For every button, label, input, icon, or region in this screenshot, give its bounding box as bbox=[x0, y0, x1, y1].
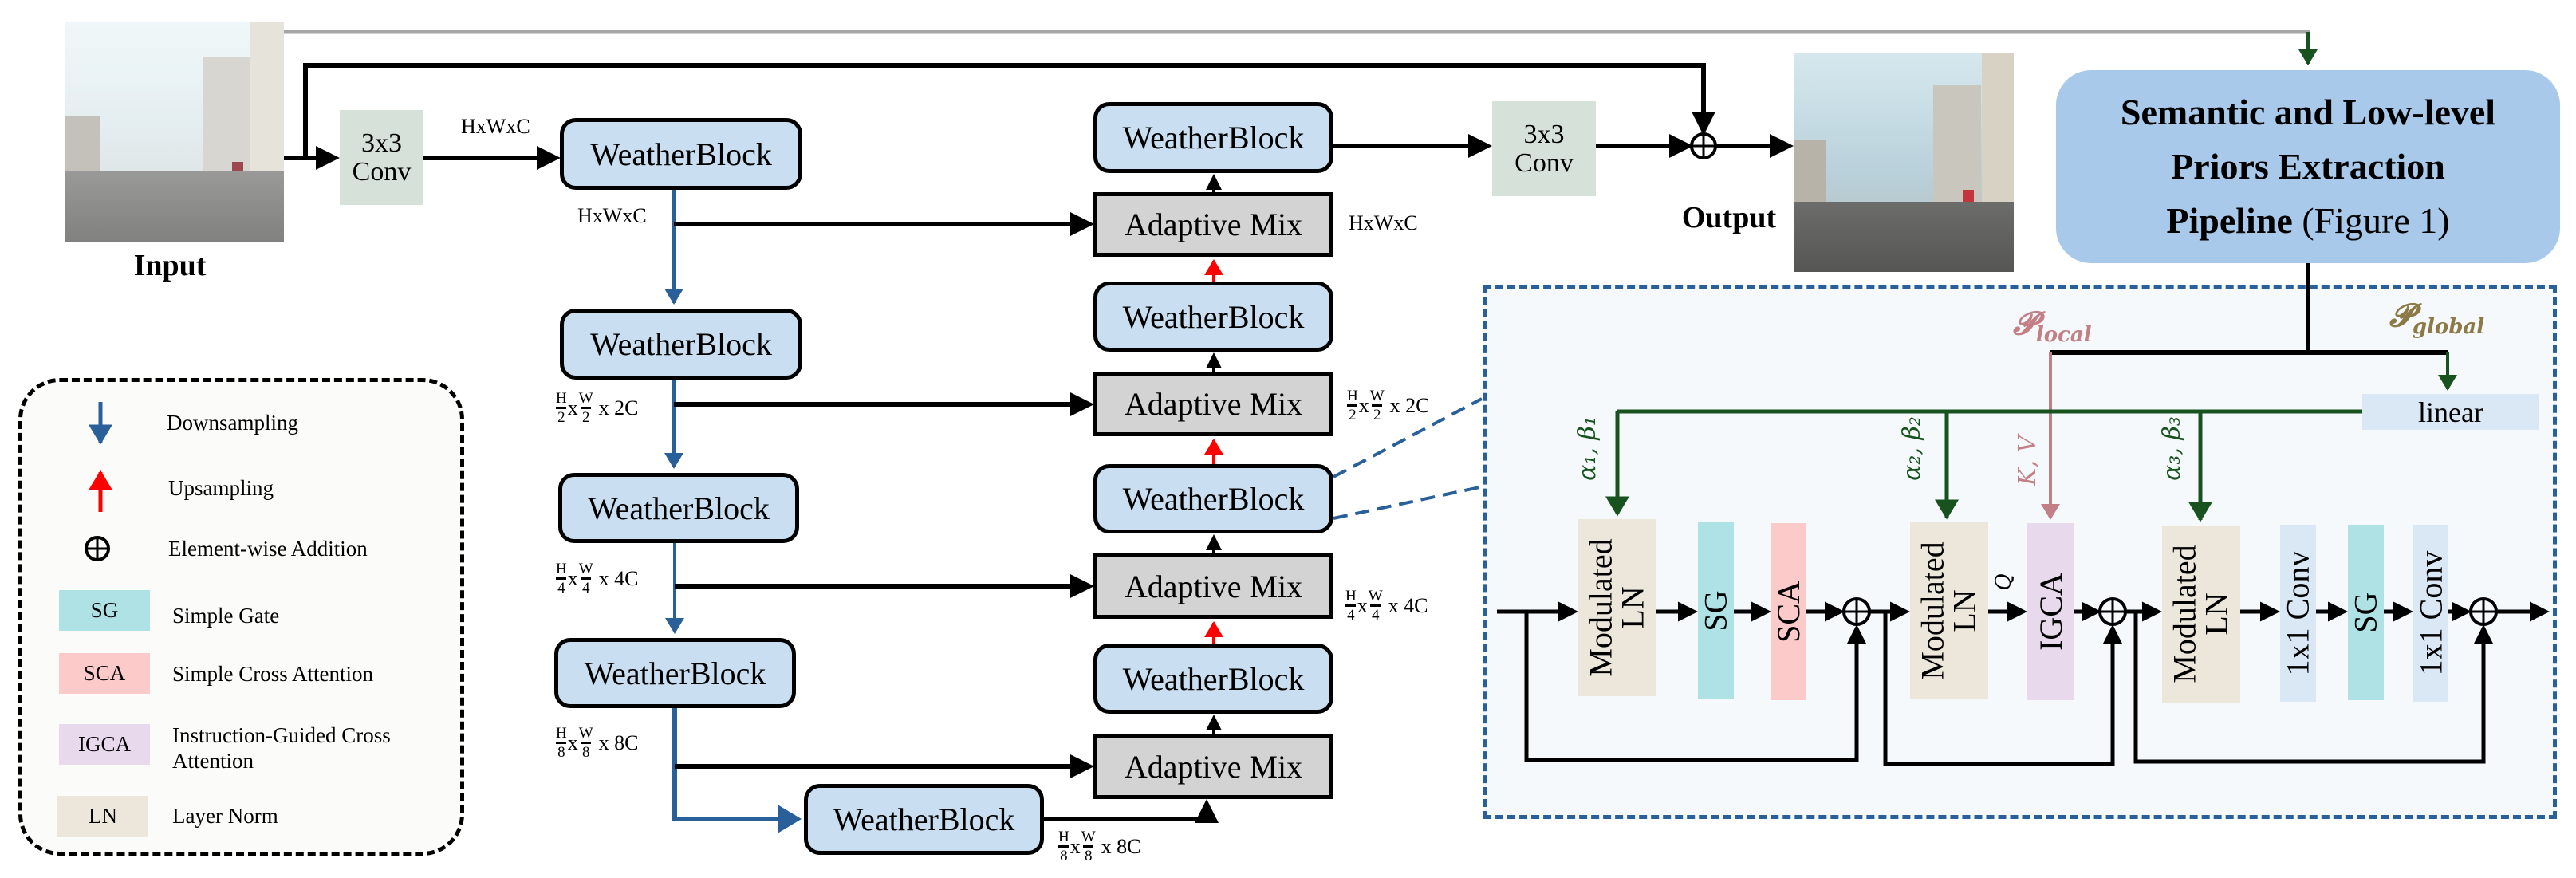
legend-label-sg: Simple Gate bbox=[172, 604, 280, 628]
global-add-icon bbox=[1690, 132, 1717, 159]
legend-label-downsampling: Downsampling bbox=[167, 411, 298, 435]
igca-block: IGCA bbox=[2027, 523, 2074, 700]
semantic-line1: Semantic and Low-level bbox=[2120, 92, 2496, 132]
legend-label-ln: Layer Norm bbox=[172, 804, 278, 828]
alpha3-beta3-label: α₃, β₃ bbox=[2157, 416, 2186, 481]
decoder-weatherblock-4: WeatherBlock bbox=[1093, 644, 1333, 714]
alpha1-beta1-label: α₁, β₁ bbox=[1573, 416, 1601, 481]
encoder-weatherblock-2: WeatherBlock bbox=[560, 309, 802, 380]
input-image bbox=[65, 22, 284, 242]
sca-block: SCA bbox=[1771, 523, 1806, 700]
down-arrow-4 bbox=[672, 708, 802, 833]
conv-label-line1: 3x3 bbox=[361, 128, 402, 158]
simple-gate-block-2: SG bbox=[2348, 525, 2384, 700]
legend-swatch-sg: SG bbox=[59, 590, 150, 631]
legend-label-sca: Simple Cross Attention bbox=[172, 662, 374, 686]
encoder-weatherblock-1: WeatherBlock bbox=[560, 118, 802, 190]
p-local-label: 𝓟local bbox=[2013, 305, 2092, 347]
semantic-priors-pipeline-box: Semantic and Low-level Priors Extraction… bbox=[2056, 70, 2560, 263]
conv1x1-block-1: 1x1 Conv bbox=[2280, 525, 2316, 702]
adaptive-mix-3: Adaptive Mix bbox=[1093, 553, 1333, 619]
conv1x1-block-2: 1x1 Conv bbox=[2413, 525, 2448, 702]
semantic-line3: Pipeline (Figure 1) bbox=[2166, 200, 2450, 241]
adaptive-mix-1: Adaptive Mix bbox=[1093, 192, 1333, 257]
decoder-dim-label-1: HxWxC bbox=[1349, 211, 1418, 234]
adaptive-mix-2: Adaptive Mix bbox=[1093, 372, 1333, 436]
decoder-weatherblock-3: WeatherBlock bbox=[1093, 464, 1333, 533]
encoder-dim-label-1: HxWxC bbox=[577, 204, 647, 227]
output-image bbox=[1794, 53, 2014, 272]
conv-label-line2: Conv bbox=[352, 156, 412, 187]
output-caption: Output bbox=[1681, 201, 1777, 234]
conv-label-line2: Conv bbox=[1514, 148, 1574, 178]
bottleneck-to-mix-arrow bbox=[1044, 799, 1219, 823]
q-label: Q bbox=[1991, 573, 2016, 591]
semantic-line2: Priors Extraction bbox=[2171, 146, 2445, 187]
input-conv-block: 3x3 Conv bbox=[340, 110, 423, 205]
conv-label-line1: 3x3 bbox=[1523, 119, 1565, 149]
output-conv-block: 3x3 Conv bbox=[1492, 101, 1596, 196]
encoder-weatherblock-4: WeatherBlock bbox=[554, 638, 796, 708]
legend-label-addition: Element-wise Addition bbox=[168, 537, 368, 561]
zoom-dashed-line-bottom bbox=[1333, 485, 1484, 520]
input-dim-label: HxWxC bbox=[461, 115, 530, 138]
legend-label-upsampling: Upsampling bbox=[168, 476, 274, 500]
decoder-weatherblock-1: WeatherBlock bbox=[1093, 102, 1333, 173]
legend-swatch-ln: LN bbox=[57, 796, 148, 837]
kv-label: K, V bbox=[2014, 435, 2042, 486]
linear-block: linear bbox=[2362, 394, 2539, 430]
simple-gate-block-1: SG bbox=[1698, 522, 1734, 699]
legend-swatch-igca: IGCA bbox=[59, 724, 150, 765]
decoder-weatherblock-2: WeatherBlock bbox=[1093, 282, 1333, 352]
bottleneck-weatherblock: WeatherBlock bbox=[804, 784, 1044, 855]
encoder-weatherblock-3: WeatherBlock bbox=[558, 473, 799, 543]
p-global-label: 𝓟global bbox=[2389, 297, 2485, 339]
legend-swatch-sca: SCA bbox=[59, 653, 150, 694]
alpha2-beta2-label: α₂, β₂ bbox=[1897, 416, 1926, 481]
adaptive-mix-4: Adaptive Mix bbox=[1093, 734, 1333, 799]
input-caption: Input bbox=[133, 249, 207, 282]
